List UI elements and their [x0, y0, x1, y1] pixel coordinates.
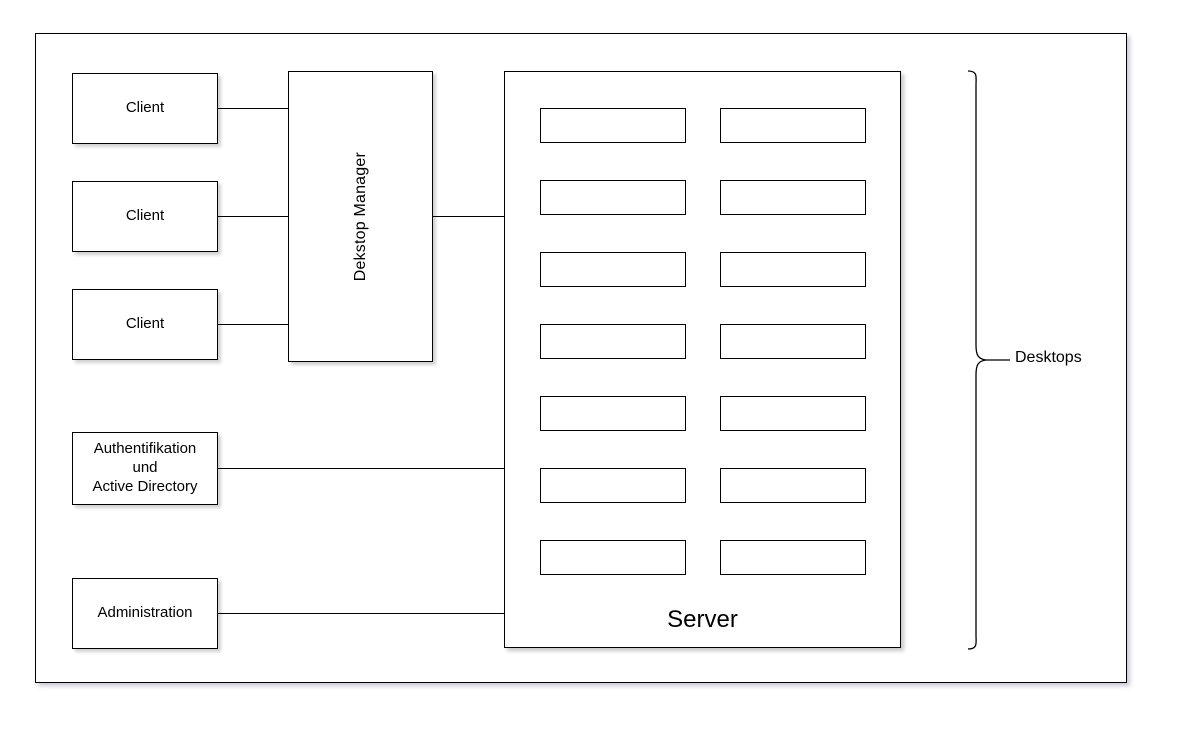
- desktop-slot-5[interactable]: [540, 252, 686, 287]
- desktop-slot-9[interactable]: [540, 396, 686, 431]
- client-node-3[interactable]: Client: [72, 289, 218, 360]
- desktop-slot-14[interactable]: [720, 540, 866, 575]
- auth-label-line-3: Active Directory: [92, 477, 198, 495]
- connector-auth-to-server: [217, 468, 505, 469]
- auth-label-line-1: Authentifikation: [93, 440, 197, 458]
- auth-label: Authentifikation und Active Directory: [92, 440, 197, 496]
- administration-label: Administration: [97, 604, 193, 622]
- server-node[interactable]: Server: [504, 71, 901, 648]
- connector-desktop-manager-to-server: [432, 216, 505, 217]
- desktop-manager-label: Dekstop Manager: [351, 151, 369, 282]
- authentication-active-directory-node[interactable]: Authentifikation und Active Directory: [72, 432, 218, 505]
- desktop-slot-10[interactable]: [720, 396, 866, 431]
- desktops-brace-icon: [967, 70, 1010, 650]
- desktop-slot-12[interactable]: [720, 468, 866, 503]
- client-node-1[interactable]: Client: [72, 73, 218, 144]
- administration-node[interactable]: Administration: [72, 578, 218, 649]
- client-node-2-label: Client: [125, 207, 165, 225]
- desktop-manager-node[interactable]: Dekstop Manager: [288, 71, 433, 362]
- desktop-slot-6[interactable]: [720, 252, 866, 287]
- desktop-slot-1[interactable]: [540, 108, 686, 143]
- client-node-2[interactable]: Client: [72, 181, 218, 252]
- desktop-slot-13[interactable]: [540, 540, 686, 575]
- connector-client1-to-desktop-manager: [217, 108, 289, 109]
- client-node-1-label: Client: [125, 99, 165, 117]
- desktop-slot-4[interactable]: [720, 180, 866, 215]
- connector-client3-to-desktop-manager: [217, 324, 289, 325]
- desktop-slot-11[interactable]: [540, 468, 686, 503]
- desktop-slot-2[interactable]: [720, 108, 866, 143]
- client-node-3-label: Client: [125, 315, 165, 333]
- desktop-slot-7[interactable]: [540, 324, 686, 359]
- desktops-label: Desktops: [1015, 349, 1082, 366]
- desktop-slot-3[interactable]: [540, 180, 686, 215]
- connector-admin-to-server: [217, 613, 505, 614]
- desktop-slot-8[interactable]: [720, 324, 866, 359]
- auth-label-line-2: und: [132, 459, 158, 477]
- server-label: Server: [667, 606, 738, 633]
- connector-client2-to-desktop-manager: [217, 216, 289, 217]
